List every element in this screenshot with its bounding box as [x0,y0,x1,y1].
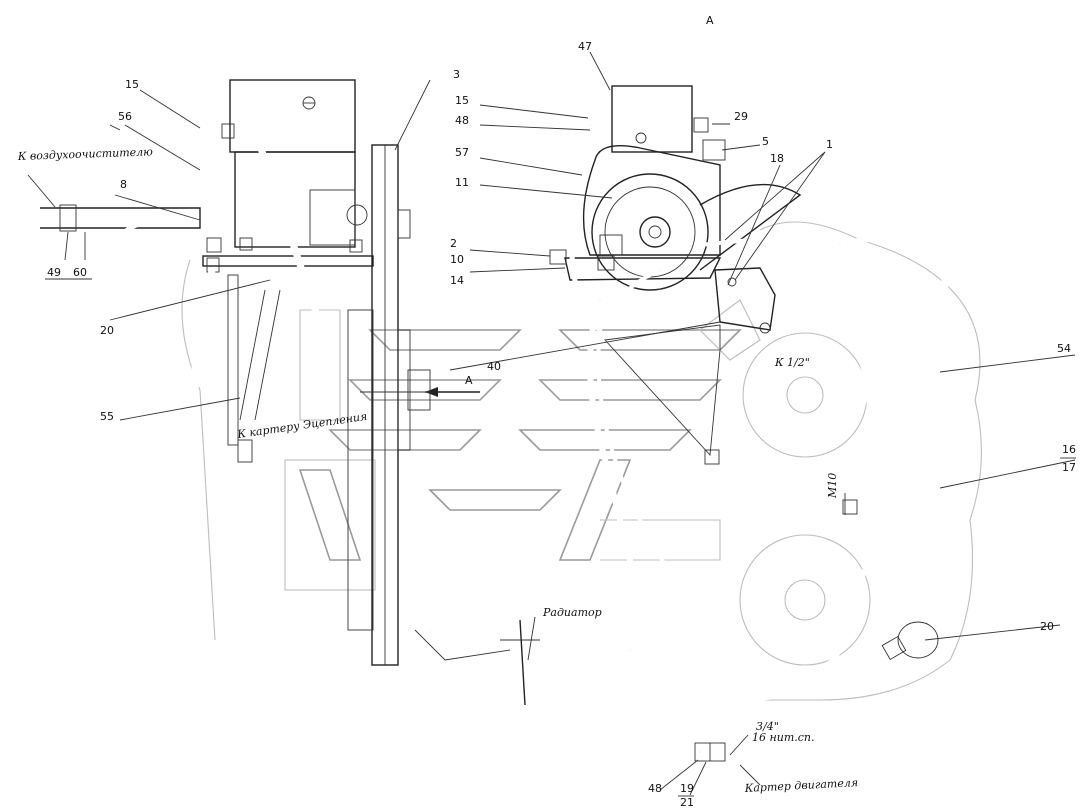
callout-20-left: 20 [100,324,114,337]
callout-20-right: 20 [1040,620,1054,633]
callout-10: 10 [450,253,464,266]
callout-14: 14 [450,274,464,287]
callout-19: 19 [680,782,694,795]
callout-40: 40 [487,360,501,373]
callout-21: 21 [680,796,694,809]
compressor-pulley [591,173,709,291]
mounting-bracket [202,255,374,267]
callout-1: 1 [826,138,833,151]
callout-54: 54 [1057,342,1071,355]
left-housing-outline [181,259,376,641]
labels: A 15 56 3 8 49 60 2 10 14 20 40 55 47 15… [17,14,1076,809]
compressor-head-right [611,85,693,153]
callout-29: 29 [734,110,748,123]
callout-57: 57 [455,146,469,159]
watermark-logo [298,329,742,561]
callout-49: 49 [47,266,61,279]
callout-3: 3 [453,68,460,81]
callout-48-top: 48 [455,114,469,127]
callout-15-left: 15 [125,78,139,91]
callout-47: 47 [578,40,592,53]
callout-48-bottom: 48 [648,782,662,795]
callout-55: 55 [100,410,114,423]
note-m10: М10 [826,473,839,499]
note-air-cleaner: К воздухоочистителю [17,145,154,163]
callout-17: 17 [1062,461,1076,474]
note-three-quarter: 3/4" [756,720,779,733]
view-label: A [706,14,714,27]
callout-11: 11 [455,176,469,189]
callout-56: 56 [118,110,132,123]
note-radiator: Радиатор [542,606,602,619]
note-thread-16: 16 нит.сп. [752,731,815,744]
engine-block-outline [600,221,982,701]
callout-15-right: 15 [455,94,469,107]
callout-60: 60 [73,266,87,279]
note-engine-case: Картер двигателя [743,776,858,795]
callout-18: 18 [770,152,784,165]
leader-lines [27,51,1076,796]
callout-8: 8 [120,178,127,191]
note-arrow-a: А [465,374,473,387]
left-view [40,79,540,706]
callout-5: 5 [762,135,769,148]
right-view [549,85,949,762]
callout-16: 16 [1062,443,1076,456]
section-arrow-a [360,387,480,397]
callout-2: 2 [450,237,457,250]
note-k-half: К 1/2" [774,356,810,369]
